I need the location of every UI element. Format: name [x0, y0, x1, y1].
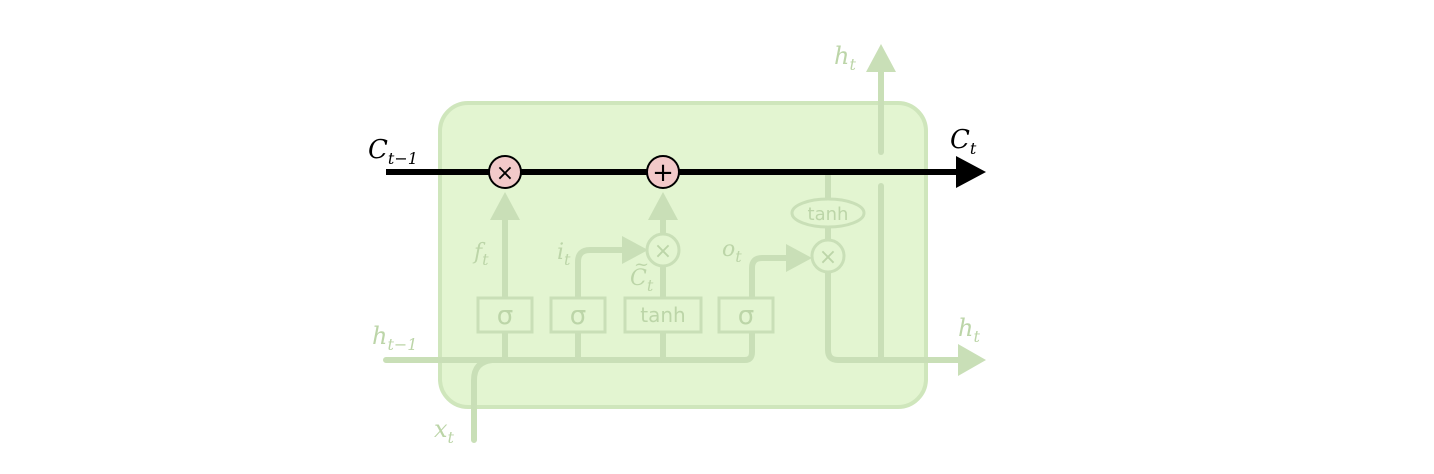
label-h-top: ht	[834, 42, 856, 74]
output-tanh-text: tanh	[808, 204, 849, 225]
arrowhead-add-up	[648, 192, 678, 220]
label-h-right: ht	[958, 314, 980, 346]
arrowhead-forget-up	[490, 192, 520, 220]
faded-pointwise: × × tanh	[645, 197, 866, 274]
arrowhead-h-right	[958, 344, 986, 376]
cell-state-line: × +	[386, 155, 986, 189]
labels: Ct−1 Ct ht ht ht−1 xt ft it ~ Ct ot	[368, 42, 980, 447]
x-input-line	[471, 357, 495, 443]
candidate-tanh-box	[623, 296, 703, 334]
forget-sigma-text: σ	[497, 301, 513, 331]
input-sigma-box	[549, 296, 607, 334]
forget-multiply-node	[488, 155, 522, 189]
label-c-prev: Ct−1	[368, 135, 418, 168]
label-h-prev: ht−1	[372, 322, 417, 354]
candidate-tanh-text: tanh	[640, 303, 685, 327]
label-c-tilde: Ct	[630, 266, 654, 295]
input-multiply-symbol: ×	[654, 239, 672, 264]
faded-arrowheads	[490, 44, 986, 376]
gates: σ σ tanh σ	[476, 296, 775, 334]
output-sigma-box	[717, 296, 775, 334]
arrowhead-input-right	[622, 236, 648, 264]
output-multiply-symbol: ×	[819, 245, 837, 270]
output-tanh-node	[790, 197, 866, 229]
output-sigma-text: σ	[738, 301, 754, 331]
forget-sigma-box	[476, 296, 534, 334]
label-c-tilde-mark: ~	[634, 254, 649, 275]
internal-lines	[383, 69, 963, 443]
input-sigma-text: σ	[570, 301, 586, 331]
label-x-in: xt	[434, 415, 455, 447]
output-multiply-node	[810, 238, 846, 274]
arrowhead-h-top	[866, 44, 896, 72]
input-to-multiply	[575, 247, 635, 301]
label-i-gate: it	[557, 240, 571, 269]
label-o-gate: ot	[722, 237, 742, 266]
add-node	[646, 155, 680, 189]
cell-state-arrowhead	[956, 156, 986, 188]
forget-multiply-symbol: ×	[496, 161, 514, 186]
arrowhead-output-right	[786, 244, 812, 272]
input-multiply-node	[645, 232, 681, 268]
label-c-next: Ct	[950, 125, 977, 158]
output-path	[825, 269, 963, 363]
add-symbol: +	[652, 158, 674, 188]
